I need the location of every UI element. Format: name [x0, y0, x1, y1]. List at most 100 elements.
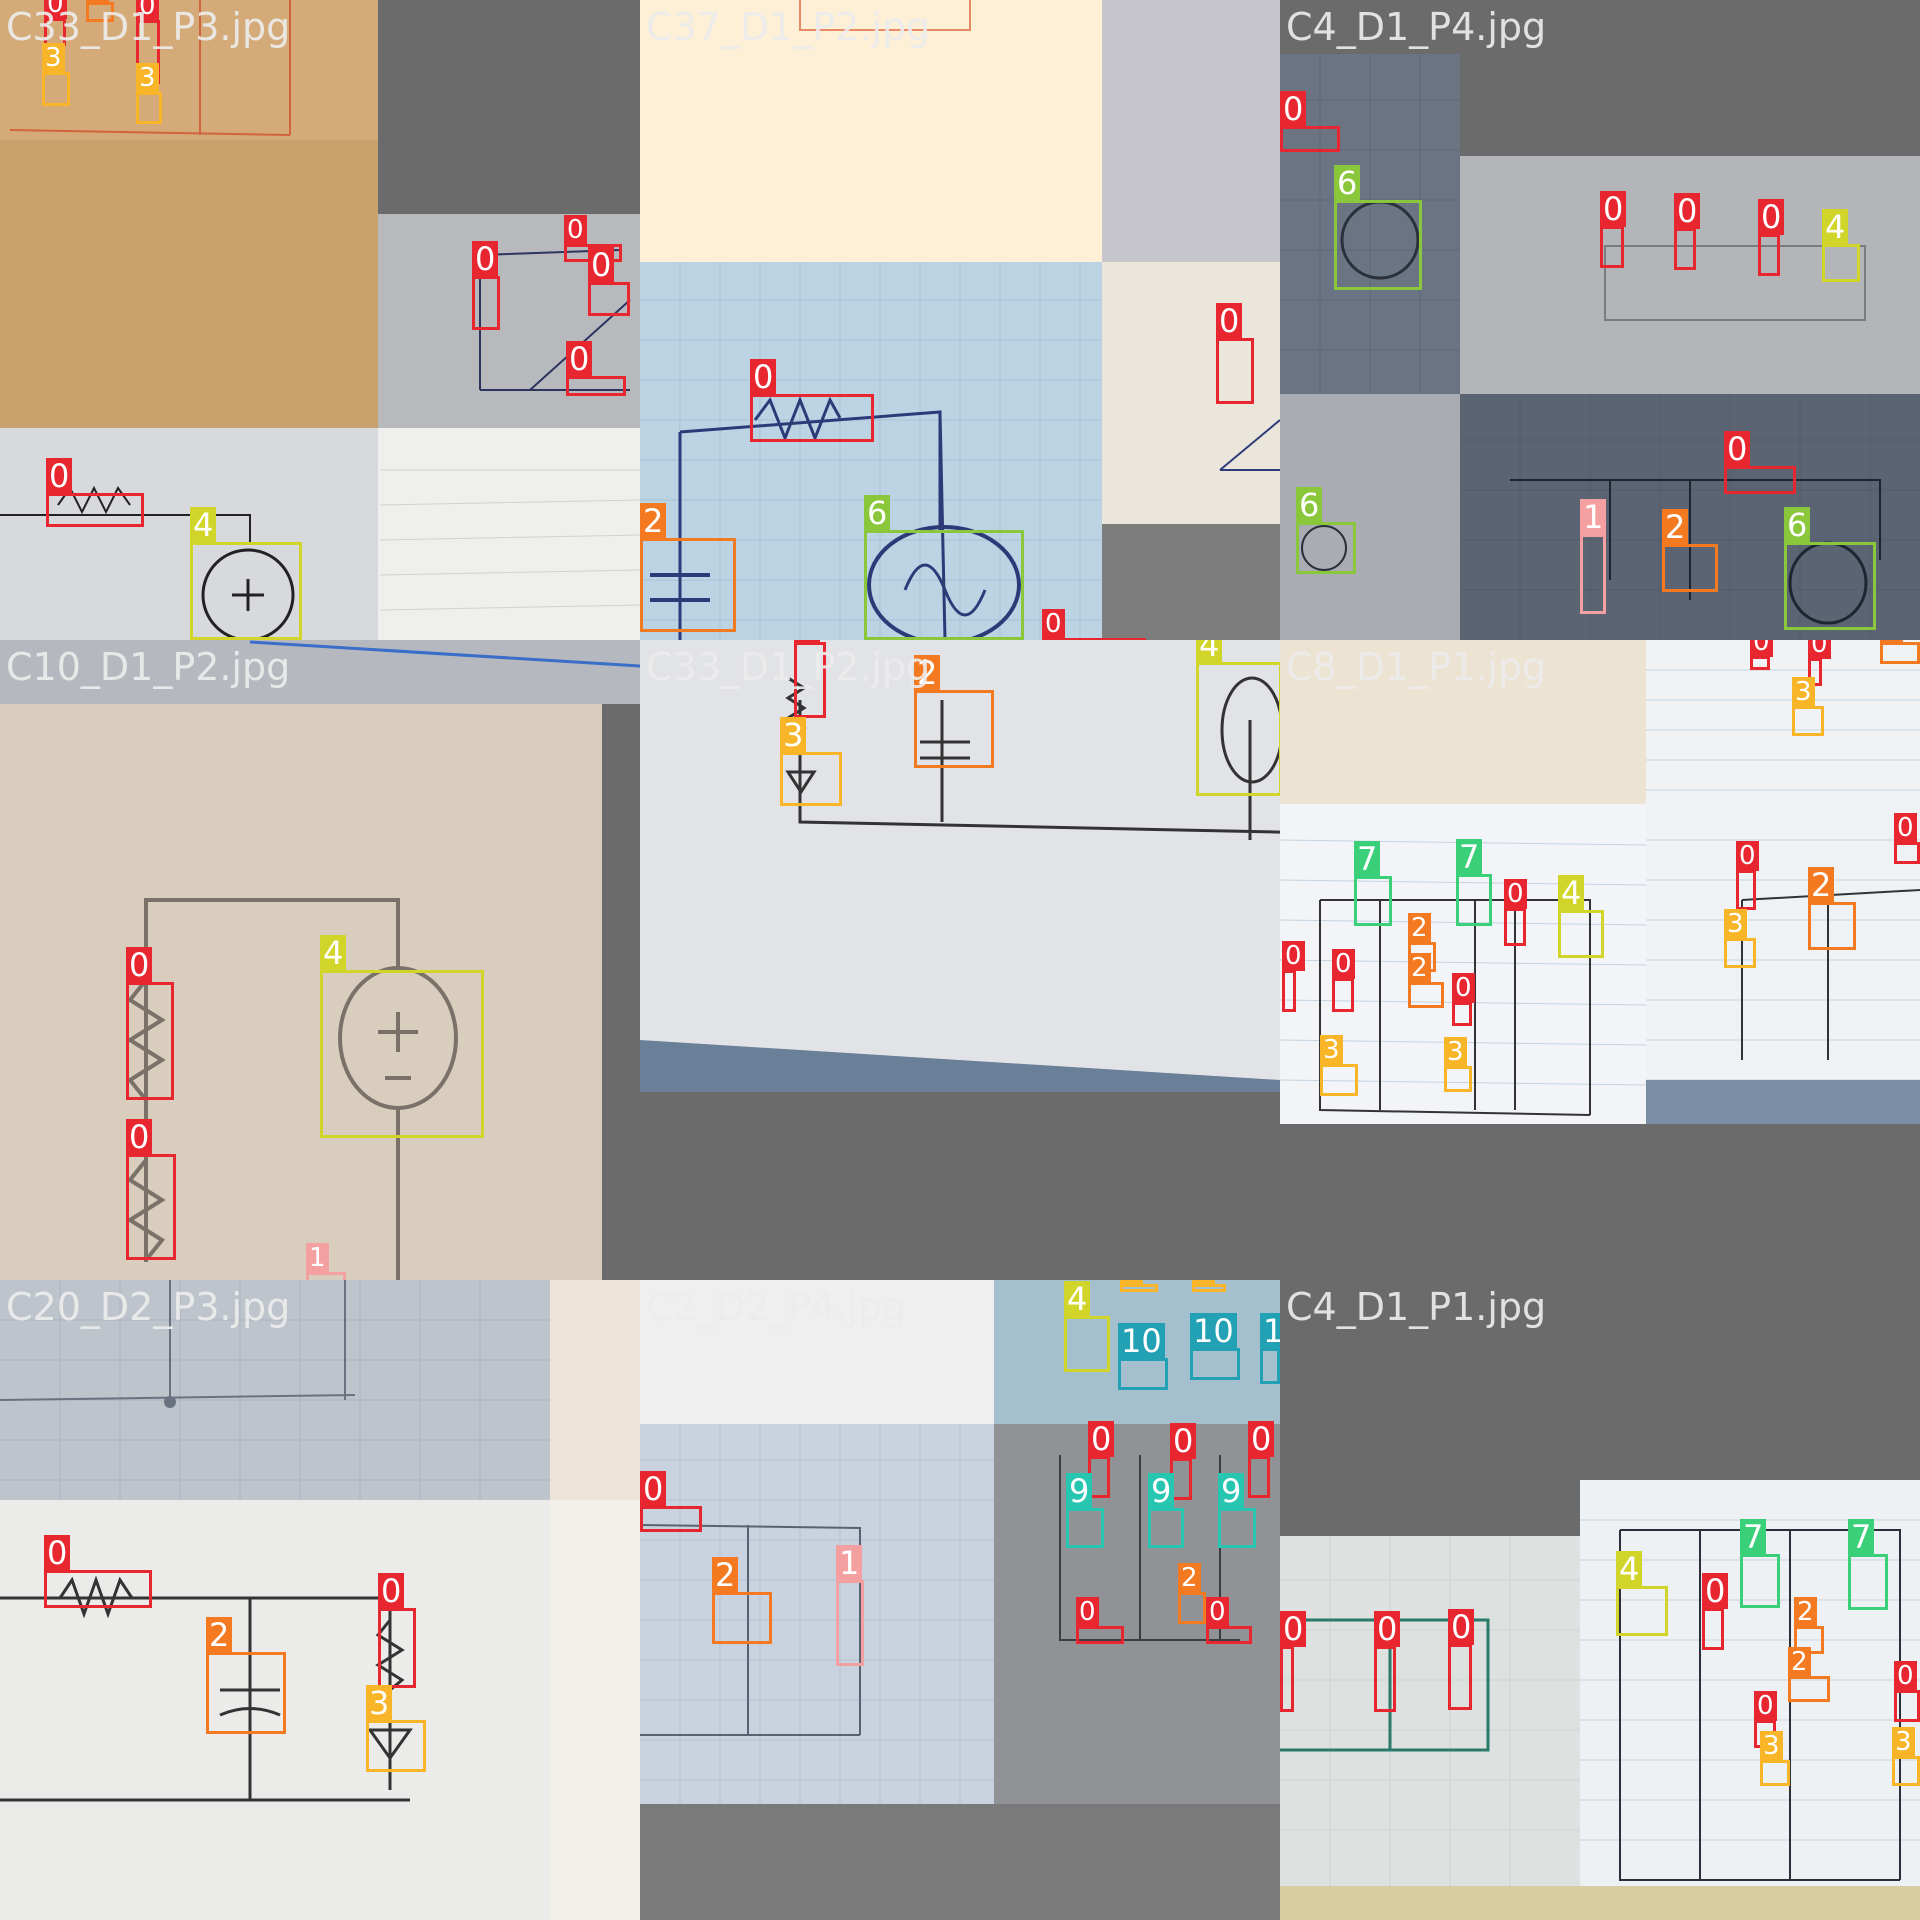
detection-boxes: 3 3 4 10 10 10 0 2 1 0 0 0 9 9 9 0 2 0 [640, 1280, 1280, 1920]
bbox-label: 0 [1332, 949, 1355, 979]
bbox-label: 2 [1794, 1597, 1817, 1627]
bbox: 9 [1218, 1473, 1256, 1548]
bbox-label: 4 [1196, 640, 1223, 663]
bbox: 10 [1260, 1313, 1280, 1384]
bbox-label: 3 [1444, 1037, 1467, 1067]
bbox-label: 0 [1170, 1423, 1197, 1459]
bbox: 1 [306, 1243, 346, 1280]
bbox-label: 0 [1702, 1573, 1729, 1609]
detection-boxes: 0 6 0 0 0 4 6 1 2 6 0 [1280, 0, 1920, 640]
bbox: 0 [640, 1471, 702, 1532]
bbox: 1 [836, 1545, 864, 1666]
bbox: 4 [1064, 1281, 1110, 1372]
bbox-label: 6 [864, 495, 891, 531]
bbox: 0 [1374, 1611, 1401, 1712]
bbox: 4 [1196, 640, 1280, 796]
bbox-label: 4 [1616, 1551, 1643, 1587]
bbox: 0 [1758, 199, 1785, 276]
bbox: 4 [320, 935, 484, 1138]
bbox-label: 2 [712, 1557, 739, 1593]
bbox-label: 3 [1120, 1280, 1143, 1285]
bbox-label: 9 [1218, 1473, 1245, 1509]
bbox: 2 [640, 503, 736, 632]
bbox-label: 0 [46, 458, 73, 494]
bbox-label: 0 [1504, 879, 1527, 909]
bbox-label: 2 [1808, 867, 1835, 903]
bbox-label: 0 [1754, 1691, 1777, 1721]
bbox: 2 [712, 1557, 772, 1644]
detection-boxes: 0 2 0 3 [0, 1280, 640, 1920]
bbox: 2 [1808, 867, 1856, 950]
bbox: 9 [1148, 1473, 1184, 1548]
bbox-label: 1 [306, 1243, 329, 1273]
bbox: 0 [378, 1573, 416, 1688]
bbox-label: 6 [1784, 507, 1811, 543]
bbox-label: 0 [126, 1119, 153, 1155]
bbox: 0 [1216, 303, 1254, 404]
bbox-label: 10 [1118, 1323, 1165, 1359]
bbox: 0 [588, 247, 630, 316]
bbox-label: 3 [1792, 677, 1815, 707]
bbox-label: 0 [1206, 1597, 1229, 1627]
bbox: 3 [42, 43, 70, 106]
bbox-label: 2 [640, 503, 667, 539]
bbox-label: 2 [1662, 509, 1689, 545]
bbox: 2 [1662, 509, 1718, 592]
bbox: 4 [1558, 875, 1604, 958]
bbox: 0 [46, 458, 144, 527]
bbox-label: 2 [914, 655, 941, 691]
bbox: 0 [1600, 191, 1627, 268]
bbox: 0 [1280, 91, 1340, 152]
bbox-label: 1 [836, 1545, 863, 1581]
bbox: 3 [1760, 1731, 1790, 1786]
bbox: 0 [1750, 640, 1773, 670]
bbox-label: 0 [1808, 640, 1831, 659]
bbox: 0 [1448, 1609, 1475, 1710]
bbox: 0 [1724, 431, 1796, 494]
bbox: 3 [1792, 677, 1824, 736]
bbox-label: 0 [44, 1535, 71, 1571]
bbox: 0 [1076, 1597, 1124, 1644]
bbox-label: 2 [1178, 1563, 1201, 1593]
bbox-label: 3 [1192, 1280, 1215, 1285]
bbox: 0 [794, 640, 826, 718]
tile-photo [640, 640, 1280, 1280]
bbox-label: 3 [1760, 1731, 1783, 1761]
bbox: 3 [1892, 1727, 1920, 1786]
bbox: 2 [1408, 953, 1444, 1008]
bbox-label: 10 [1260, 1313, 1280, 1349]
tile-c33-d1-p2: C33_D1_P2.jpg 0 3 2 4 [640, 640, 1280, 1280]
bbox: 7 [1848, 1519, 1888, 1610]
bbox-label: 7 [1354, 841, 1381, 877]
bbox-label: 4 [1558, 875, 1585, 911]
bbox: 0 [1894, 1661, 1920, 1722]
bbox: 10 [1118, 1323, 1168, 1390]
bbox-label: 0 [1758, 199, 1785, 235]
bbox-label: 3 [780, 717, 807, 753]
bbox: 2 [1178, 1563, 1206, 1624]
bbox-label: 0 [1724, 431, 1751, 467]
tile-c10-d1-p2: C10_D1_P2.jpg 0 0 4 1 [0, 640, 640, 1280]
bbox-label: 0 [1750, 640, 1773, 657]
bbox: 0 [1736, 841, 1759, 910]
bbox: 0 [1248, 1421, 1275, 1498]
bbox-label: 0 [1894, 1661, 1917, 1691]
bbox: 0 [126, 1119, 176, 1260]
tile-filename: C10_D1_P2.jpg [6, 645, 291, 689]
bbox: 3 [780, 717, 842, 806]
bbox: 0 [126, 947, 174, 1100]
bbox-label: 0 [1452, 973, 1475, 1003]
detection-boxes: 0 0 0 4 7 7 0 2 2 0 3 0 3 [1280, 1280, 1920, 1920]
tile-photo [640, 1280, 1280, 1920]
bbox-label: 3 [136, 63, 159, 93]
detection-boxes: 0 0 4 1 [0, 640, 640, 1280]
bbox: 0 [44, 1535, 152, 1608]
bbox-label: 0 [1280, 1611, 1307, 1647]
bbox-label: 6 [1334, 165, 1361, 201]
bbox: 6 [1784, 507, 1876, 630]
tile-c2-d2-p4: C2_D2_P4.jpg 3 3 4 10 10 10 0 2 1 0 0 0 … [640, 1280, 1280, 1920]
bbox: 2 [1788, 1647, 1830, 1702]
bbox-label: 0 [472, 241, 499, 277]
bbox: 3 [1320, 1035, 1358, 1096]
